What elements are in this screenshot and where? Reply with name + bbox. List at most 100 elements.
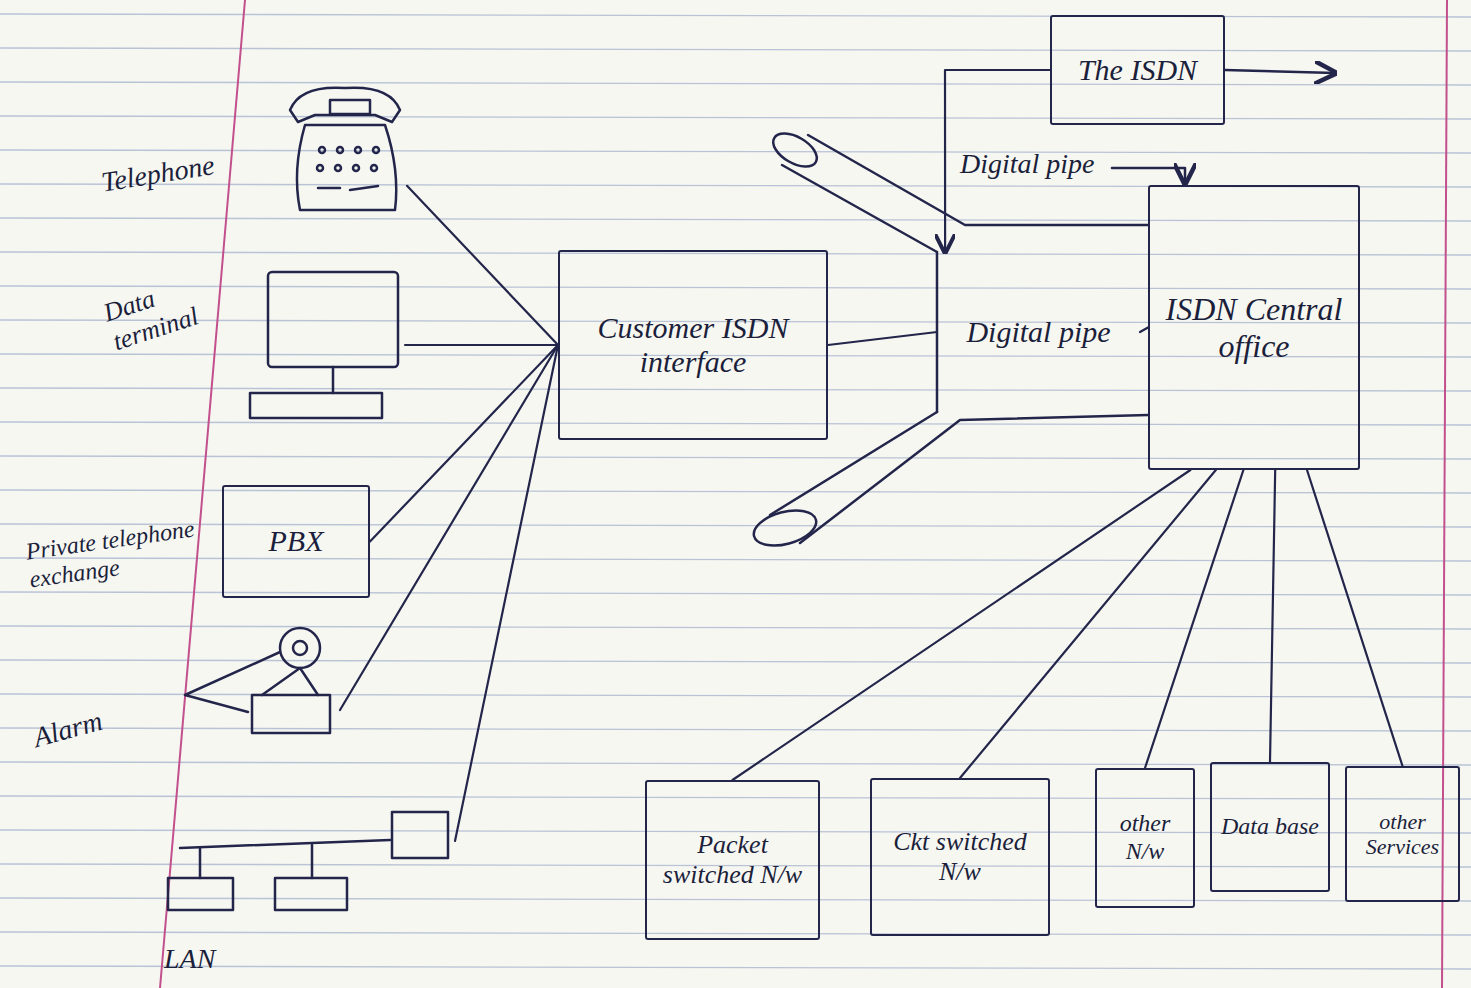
phone-button (319, 147, 325, 153)
phone-button (337, 147, 343, 153)
network-box: Ckt switched N/w (870, 778, 1050, 936)
data-terminal-device: Data terminal (100, 265, 405, 425)
handset (290, 88, 400, 122)
alarm-bell-center (293, 641, 307, 655)
node-label: Data base (1221, 813, 1319, 841)
node-label: The ISDN (1078, 53, 1197, 88)
node-label: Digital pipe (966, 315, 1110, 350)
ruled-line (0, 592, 1471, 595)
terminal-icon (250, 272, 398, 418)
alarm-base (252, 695, 330, 733)
network-box: other N/w (1095, 768, 1195, 908)
ruled-line (0, 422, 1471, 425)
handset-grip (330, 100, 370, 114)
lan-station (275, 878, 347, 910)
connector-line (960, 470, 1216, 778)
pointer-arrow (1112, 168, 1185, 183)
ruled-line (0, 796, 1471, 799)
phone-button (353, 165, 359, 171)
ruled-line (0, 966, 1471, 969)
pipe-end (750, 504, 820, 551)
ruled-line (0, 558, 1471, 561)
ruled-line (0, 116, 1471, 119)
ruled-line (0, 524, 1471, 527)
pipe-wall (808, 135, 1148, 225)
interface-box: Customer ISDN interface (558, 250, 828, 440)
monitor (268, 272, 398, 367)
connector-line (407, 186, 558, 345)
pipe-end (768, 127, 823, 174)
node-label: Packet switched N/w (653, 830, 812, 890)
network-box: The ISDN (1050, 15, 1225, 125)
pipe-wall (782, 165, 937, 252)
ruled-line (0, 660, 1471, 663)
phone-buttons-row (318, 186, 378, 190)
pbx-box: PBXPrivate telephone exchange (222, 485, 370, 598)
monitor-stand (332, 367, 335, 393)
phone-body (297, 125, 396, 210)
connector-line (370, 345, 558, 542)
node-label: Ckt switched N/w (878, 827, 1042, 887)
connector-line (1140, 328, 1148, 333)
pipe-wall (770, 412, 937, 515)
node-label: Telephone (99, 140, 277, 199)
phone-button (317, 165, 323, 171)
leader-line (185, 652, 280, 712)
network-box: Packet switched N/w (645, 780, 820, 940)
digital-pipe-drawing (750, 127, 1148, 552)
alarm-icon (185, 628, 330, 733)
node-label: Customer ISDN interface (566, 311, 820, 380)
ruled-line (0, 48, 1471, 51)
ruled-line (0, 252, 1471, 255)
lan-gateway (392, 812, 448, 858)
lan-station (168, 878, 233, 910)
connector-line (340, 345, 558, 710)
service-box: other Services (1345, 766, 1460, 902)
ruled-line (0, 490, 1471, 493)
node-label: other N/w (1103, 810, 1187, 865)
pipe-wall (800, 415, 1148, 543)
lan-icon (168, 812, 448, 910)
alarm-device: Alarm (30, 625, 340, 795)
outgoing-arrow (1225, 70, 1335, 73)
lan-device: LAN (160, 805, 455, 985)
alarm-stand (262, 668, 318, 695)
ruled-line (0, 218, 1471, 221)
phone-button (373, 147, 379, 153)
node-label: other Services (1353, 809, 1452, 860)
connector-line (405, 344, 558, 346)
ruled-line (0, 694, 1471, 697)
ruled-line (0, 626, 1471, 629)
phone-button (371, 165, 377, 171)
node-label: Data terminal (100, 255, 256, 357)
node-label: ISDN Central office (1156, 291, 1352, 365)
digital-pipe: Digital pipe (937, 252, 1140, 412)
ruled-line (0, 150, 1471, 153)
pipe-label: Digital pipe (960, 148, 1095, 180)
telephone-icon (290, 88, 400, 210)
node-label: Alarm (30, 692, 154, 754)
node-caption: Private telephone exchange (24, 506, 264, 593)
lan-bus (180, 840, 390, 848)
connector-line (1270, 470, 1275, 762)
alarm-bell (280, 628, 320, 668)
lan-drop (200, 845, 312, 878)
ruled-line (0, 14, 1471, 17)
connector-line (1307, 470, 1403, 766)
margin-line (160, 0, 245, 988)
ruled-line (0, 388, 1471, 391)
margin-line (1442, 0, 1447, 988)
phone-button (335, 165, 341, 171)
ruled-line (0, 82, 1471, 85)
connector-line (733, 470, 1191, 780)
ruled-line (0, 898, 1471, 901)
connector-line (1145, 470, 1243, 768)
connector-line (828, 332, 937, 345)
central-office-box: ISDN Central office (1148, 185, 1360, 470)
ruled-line (0, 728, 1471, 731)
node-label: PBX (269, 524, 324, 559)
service-box: Data base (1210, 762, 1330, 892)
node-label: LAN (164, 943, 264, 975)
ruled-line (0, 932, 1471, 935)
